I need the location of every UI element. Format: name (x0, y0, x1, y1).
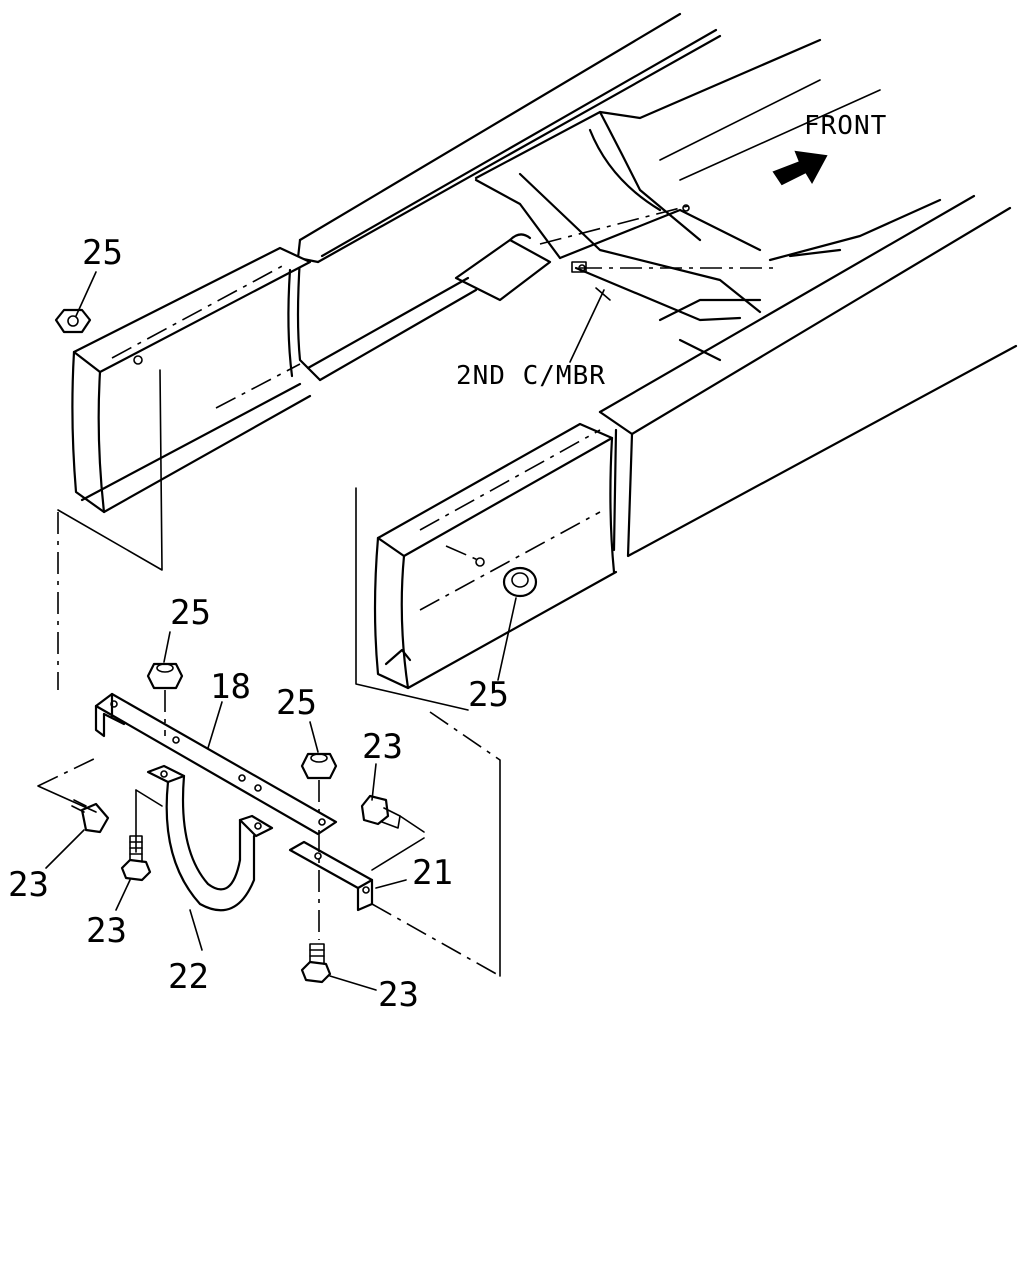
front-label: FRONT (804, 111, 887, 141)
part-22-label: 22 (168, 957, 209, 997)
bolt-23-right-upper (360, 794, 425, 833)
part-23-right-upper-label: 23 (362, 727, 403, 767)
bracket-18 (94, 690, 338, 836)
arrow-up-right-icon (772, 150, 828, 186)
flange-nut-25-upper (54, 308, 92, 334)
part-25-mid-center-label: 25 (276, 683, 317, 723)
bolt-23-lower-left (120, 835, 152, 882)
part-21-label: 21 (412, 853, 453, 893)
left-frame-rail (57, 12, 722, 690)
part-23-bottom-label: 23 (378, 975, 419, 1015)
leader-lines (45, 271, 605, 991)
bolt-23-bottom (300, 943, 332, 984)
part-25-right-label: 25 (468, 675, 509, 715)
bracket-21 (288, 830, 501, 977)
part-25-upper-left-label: 25 (82, 233, 123, 273)
flange-nut-25-mid-left (146, 662, 184, 690)
flange-nut-25-right (502, 566, 538, 598)
second-cross-member (454, 38, 942, 362)
part-23-left-label: 23 (8, 865, 49, 905)
part-23-lower-left-label: 23 (86, 911, 127, 951)
second-cross-member-label: 2ND C/MBR (456, 361, 606, 391)
flange-nut-25-mid-center (300, 752, 338, 780)
right-frame-rail (355, 194, 1018, 977)
part-18-label: 18 (210, 667, 251, 707)
part-25-mid-left-label: 25 (170, 593, 211, 633)
bolt-23-left (37, 755, 110, 834)
